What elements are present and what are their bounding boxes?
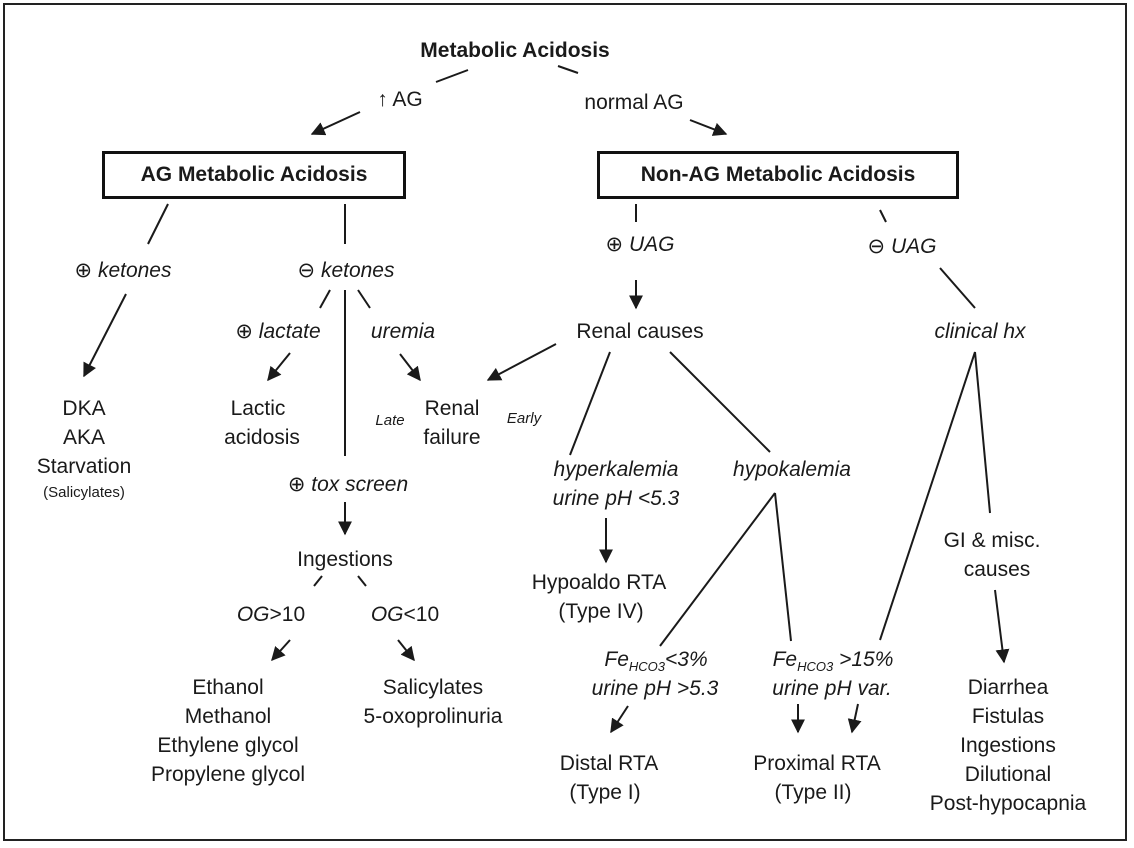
- high-ag-label: ↑ AG: [377, 88, 423, 111]
- arrow-to-non-ag-box: [689, 119, 728, 136]
- arrow-to-proximal-2: [847, 703, 862, 734]
- line-to-hypokalemia: [669, 351, 771, 453]
- ingestions-label: Ingestions: [297, 548, 393, 571]
- og-high-threshold: >10: [269, 603, 306, 626]
- gi-cause-diarrhea: Diarrhea: [967, 676, 1049, 699]
- line-hypokalemia-to-fe-high: [774, 492, 792, 642]
- gi-cause-post-hypocapnia: Post-hypocapnia: [929, 792, 1087, 815]
- hyperkalemia-line1: hyperkalemia: [553, 458, 679, 481]
- fe-low-sub: HCO3: [628, 659, 666, 675]
- line-to-clinical-hx: [939, 267, 976, 309]
- pos-lactate-label: ⊕ lactate: [235, 320, 321, 343]
- arrow-to-dka: [83, 293, 127, 378]
- cause-salicylates: Salicylates: [382, 676, 484, 699]
- neg-uag-label: ⊖ UAG: [867, 235, 937, 258]
- arrow-to-alcohols: [271, 639, 291, 662]
- line-non-ag-to-neg-uag: [879, 209, 887, 223]
- distal-rta-line1: Distal RTA: [559, 752, 659, 775]
- non-ag-box-label: Non-AG Metabolic Acidosis: [640, 163, 916, 186]
- non-ag-metabolic-acidosis-box: Non-AG Metabolic Acidosis: [597, 151, 959, 199]
- ag-box-label: AG Metabolic Acidosis: [140, 163, 368, 186]
- arrow-renal-causes-to-renal-failure: [486, 343, 557, 381]
- ketone-cause-starvation: Starvation: [36, 455, 132, 478]
- fe-low-fe: Fe: [604, 648, 629, 671]
- arrow-to-salicylates: [397, 639, 415, 662]
- ketone-cause-salicylates-note: (Salicylates): [43, 484, 125, 501]
- fe-low-line2: urine pH >5.3: [591, 677, 719, 700]
- diagram-frame: [3, 3, 1127, 841]
- line-title-to-high-ag: [435, 69, 469, 83]
- late-label: Late: [375, 412, 405, 429]
- hypoaldo-line1: Hypoaldo RTA: [531, 571, 667, 594]
- proximal-rta-line2: (Type II): [774, 781, 852, 804]
- og-low-threshold: <10: [403, 603, 440, 626]
- gi-cause-ingestions: Ingestions: [960, 734, 1056, 757]
- fe-high-threshold: >15%: [833, 648, 894, 671]
- arrow-to-gi-causes: [994, 589, 1010, 664]
- hyperkalemia-line2: urine pH <5.3: [552, 487, 680, 510]
- arrow-to-renal-failure: [399, 353, 421, 382]
- fe-high-fe: Fe: [772, 648, 798, 671]
- clinical-hx-label: clinical hx: [934, 320, 1026, 343]
- arrow-to-lactic: [267, 352, 291, 382]
- og-high-label: OG>10: [237, 600, 305, 629]
- distal-rta-line2: (Type I): [569, 781, 641, 804]
- renal-causes-label: Renal causes: [576, 320, 704, 343]
- alcohol-ethylene-glycol: Ethylene glycol: [157, 734, 299, 757]
- tox-screen-label: ⊕ tox screen: [287, 473, 409, 496]
- line-to-uremia: [357, 289, 371, 309]
- hypoaldo-line2: (Type IV): [558, 600, 644, 623]
- neg-ketones-label: ⊖ ketones: [297, 259, 395, 282]
- hypokalemia-label: hypokalemia: [733, 458, 851, 481]
- arrow-to-ag-box: [310, 111, 361, 136]
- diagram-title: Metabolic Acidosis: [420, 39, 610, 62]
- og-low-label: OG<10: [371, 600, 439, 629]
- pos-uag-label: ⊕ UAG: [605, 233, 675, 256]
- gi-cause-dilutional: Dilutional: [964, 763, 1052, 786]
- line-to-lactate: [319, 289, 331, 309]
- fe-low-threshold: <3%: [665, 648, 708, 671]
- line-to-hyperkalemia: [569, 351, 611, 456]
- fe-high-line1: FeHCO3 >15%: [773, 645, 894, 681]
- gi-cause-fistulas: Fistulas: [971, 705, 1045, 728]
- og-high-og: OG: [236, 603, 270, 626]
- normal-ag-label: normal AG: [584, 91, 684, 114]
- alcohol-ethanol: Ethanol: [192, 676, 264, 699]
- renal-failure-line2: failure: [423, 426, 481, 449]
- fe-high-sub: HCO3: [797, 659, 834, 675]
- ketone-cause-aka: AKA: [62, 426, 106, 449]
- early-label: Early: [506, 410, 542, 427]
- gi-misc-line1: GI & misc.: [943, 529, 1041, 552]
- fe-high-line2: urine pH var.: [772, 677, 892, 700]
- line-hypokalemia-to-fe-low: [659, 492, 776, 647]
- line-title-to-normal-ag: [557, 65, 579, 74]
- line-ag-to-pos-ketones: [147, 203, 169, 245]
- line-clinical-to-fe-high: [879, 351, 976, 641]
- uremia-label: uremia: [370, 320, 436, 343]
- ketone-cause-dka: DKA: [62, 397, 106, 420]
- line-to-og-low: [357, 575, 367, 587]
- alcohol-methanol: Methanol: [184, 705, 272, 728]
- ag-metabolic-acidosis-box: AG Metabolic Acidosis: [102, 151, 406, 199]
- alcohol-propylene-glycol: Propylene glycol: [150, 763, 306, 786]
- cause-5-oxoprolinuria: 5-oxoprolinuria: [363, 705, 503, 728]
- pos-ketones-label: ⊕ ketones: [74, 259, 172, 282]
- line-to-og-high: [313, 575, 323, 587]
- line-clinical-to-gi: [974, 351, 991, 514]
- lactic-acidosis-line1: Lactic: [230, 397, 286, 420]
- arrow-to-distal: [610, 705, 629, 734]
- gi-misc-line2: causes: [963, 558, 1031, 581]
- proximal-rta-line1: Proximal RTA: [753, 752, 881, 775]
- og-low-og: OG: [370, 603, 404, 626]
- lactic-acidosis-line2: acidosis: [224, 426, 300, 449]
- renal-failure-line1: Renal: [424, 397, 480, 420]
- fe-low-line1: FeHCO3<3%: [604, 645, 707, 681]
